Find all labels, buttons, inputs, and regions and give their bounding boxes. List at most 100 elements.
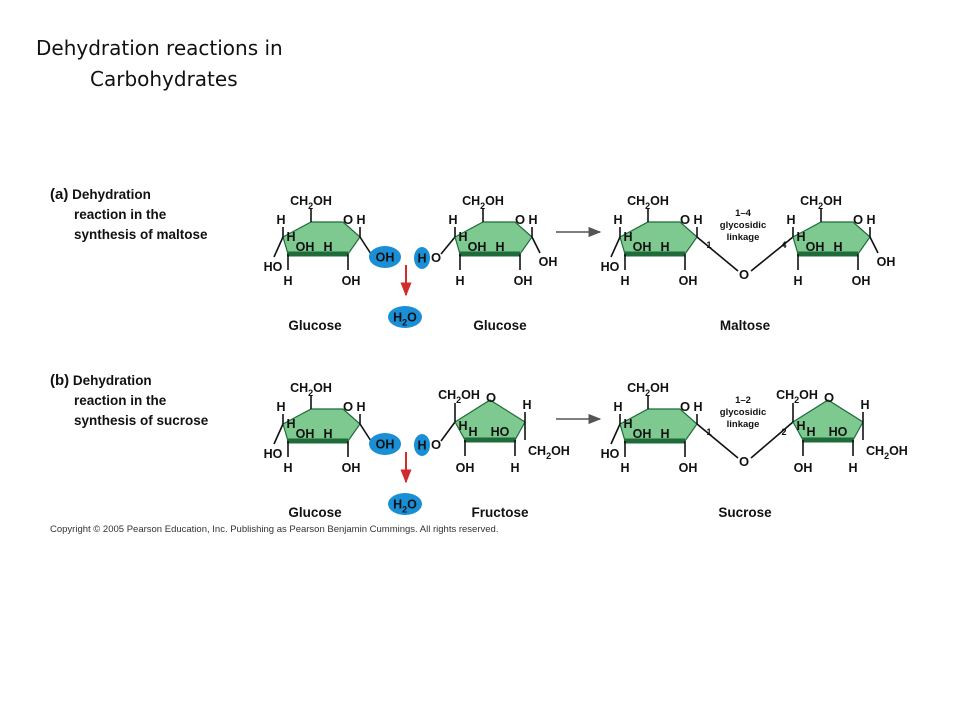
hydroxyl-label: OH xyxy=(852,274,871,288)
copyright-notice: Copyright © 2005 Pearson Education, Inc.… xyxy=(50,524,499,535)
ring-oxygen: O xyxy=(853,212,863,227)
water-molecule: H2O xyxy=(388,493,422,515)
panel-a-description-line-1: Dehydration xyxy=(72,187,151,202)
slide-title-line-2: Carbohydrates xyxy=(90,67,238,91)
bubble-label: OH xyxy=(376,251,395,265)
hydrogen-label: H xyxy=(356,400,365,414)
hydroxymethyl-label: CH2OH xyxy=(290,381,332,398)
hydrogen-label: H xyxy=(356,213,365,227)
hydroxyl-label: HO xyxy=(264,260,283,274)
panel-b-tag: (b) xyxy=(50,372,70,389)
linkage-label-line-1: 1–4 xyxy=(735,208,752,219)
slide-title-line-1: Dehydration reactions in xyxy=(36,36,283,60)
hydroxyl-label: OH xyxy=(514,274,533,288)
hydrogen-label: H xyxy=(693,400,702,414)
hydrogen-label: H xyxy=(833,240,842,254)
panel-a-description-line-2: reaction in the xyxy=(74,207,167,222)
hydroxymethyl-label: CH2OH xyxy=(627,194,669,211)
bubble xyxy=(414,247,430,269)
hydroxymethyl-label: CH2OH xyxy=(438,388,480,405)
bubble xyxy=(388,493,422,515)
ring-oxygen: O xyxy=(486,390,496,405)
ring-oxygen: O xyxy=(824,390,834,405)
ring-face xyxy=(792,399,864,441)
hydrogen-label: H xyxy=(448,213,457,227)
glycosidic-bond-left xyxy=(696,423,739,459)
water-molecule: H2O xyxy=(388,306,422,328)
hydrogen-label: H xyxy=(286,230,295,244)
panel-b-description-line-3: synthesis of sucrose xyxy=(74,413,209,428)
hydrogen-label: H xyxy=(860,398,869,412)
panel-b-description-line-2: reaction in the xyxy=(74,393,167,408)
hydroxyl-label: OH xyxy=(456,461,475,475)
hydrogen-label: H xyxy=(323,427,332,441)
c2-oxygen-bond xyxy=(440,421,456,442)
hydrogen-ion: H xyxy=(414,247,430,269)
glycosidic-bond-right xyxy=(750,236,794,272)
slide-title: Dehydration reactions in Carbohydrates xyxy=(36,33,283,95)
linkage-label-line-3: linkage xyxy=(727,232,760,243)
hydrogen-label: H xyxy=(323,240,332,254)
hydrogen-label: H xyxy=(276,213,285,227)
panel-a-description: (a) Dehydration reaction in the synthesi… xyxy=(50,185,208,245)
bubble-label: OH xyxy=(376,438,395,452)
monomer-oxygen: O xyxy=(431,250,441,265)
monomer-name-right: Fructose xyxy=(471,505,529,520)
ring-oxygen: O xyxy=(680,399,690,414)
ring-oxygen: O xyxy=(343,399,353,414)
hydroxyl-ion: OH xyxy=(369,246,401,268)
linkage-carbon-left: 1 xyxy=(706,427,711,437)
ring-oxygen: O xyxy=(515,212,525,227)
hydroxyl-label: OH xyxy=(806,240,825,254)
hydroxymethyl-label: CH2OH xyxy=(776,388,818,405)
hydrogen-label: H xyxy=(796,419,805,433)
c1-hydroxyl-bond xyxy=(359,423,372,442)
hydrogen-ion: H xyxy=(414,434,430,456)
hydroxyl-label: HO xyxy=(829,425,848,439)
hydrogen-label: H xyxy=(522,398,531,412)
hydroxyl-label: OH xyxy=(342,461,361,475)
hydroxyl-label: HO xyxy=(601,447,620,461)
hydroxymethyl-label: CH2OH xyxy=(800,194,842,211)
bubble xyxy=(388,306,422,328)
hydrogen-label: H xyxy=(796,230,805,244)
hydroxyl-label: OH xyxy=(296,240,315,254)
hydrogen-label: H xyxy=(455,274,464,288)
monomer-name-left: Glucose xyxy=(288,318,342,333)
hydroxyl-label: OH xyxy=(296,427,315,441)
product-name: Maltose xyxy=(720,318,771,333)
panel-a-description-line-3: synthesis of maltose xyxy=(74,227,208,242)
monomer-oxygen: O xyxy=(431,437,441,452)
linkage-label-line-1: 1–2 xyxy=(735,395,751,406)
bubble xyxy=(369,246,401,268)
linkage-carbon-left: 1 xyxy=(706,240,711,250)
ring-oxygen: O xyxy=(343,212,353,227)
hydroxymethyl-label: CH2OH xyxy=(627,381,669,398)
hydrogen-label: H xyxy=(623,417,632,431)
linkage-carbon-right: 2 xyxy=(781,427,786,437)
ring-face xyxy=(454,399,526,441)
hydrogen-label: H xyxy=(528,213,537,227)
hydrogen-label: H xyxy=(283,461,292,475)
hydroxyl-label: HO xyxy=(264,447,283,461)
bubble-label: H2O xyxy=(393,311,417,328)
hydroxyl-label: OH xyxy=(633,240,652,254)
panel-b-description-line-1: Dehydration xyxy=(72,373,152,388)
hydrogen-label: H xyxy=(283,274,292,288)
hydrogen-label: H xyxy=(660,427,669,441)
monomer-name-right: Glucose xyxy=(473,318,527,333)
hydrogen-label: H xyxy=(806,425,815,439)
hydroxymethyl-label: CH2OH xyxy=(866,444,908,461)
hydrogen-label: H xyxy=(613,400,622,414)
hydroxyl-label: OH xyxy=(342,274,361,288)
